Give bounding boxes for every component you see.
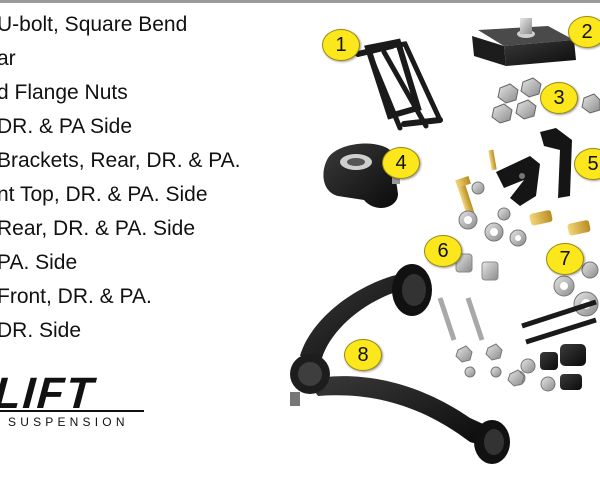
lift-block-part xyxy=(472,18,576,66)
legend-line-2: ar xyxy=(0,47,16,70)
callout-1: 1 xyxy=(322,29,360,61)
long-bolts-part xyxy=(437,297,597,345)
callout-3: 3 xyxy=(540,82,578,114)
brand-logo: LIFT SUSPENSION xyxy=(0,369,144,429)
legend-line-6: nt Top, DR. & PA. Side xyxy=(0,183,208,206)
logo-rule xyxy=(0,410,144,412)
legend-line-3: d Flange Nuts xyxy=(0,81,128,104)
spacers-part xyxy=(455,253,499,281)
callout-6: 6 xyxy=(424,235,462,267)
callout-4: 4 xyxy=(382,147,420,179)
logo-subtitle: SUSPENSION xyxy=(8,415,129,429)
hardware-part xyxy=(455,149,591,247)
control-arm-part xyxy=(290,264,510,464)
legend-line-4: DR. & PA Side xyxy=(0,115,133,138)
washers-part xyxy=(553,261,599,317)
bushings-part xyxy=(510,344,586,392)
callout-8: 8 xyxy=(344,339,382,371)
legend-line-9: Front, DR. & PA. xyxy=(0,285,152,308)
legend-line-8: PA. Side xyxy=(0,251,78,274)
flange-nuts-part xyxy=(491,77,600,124)
legend-line-1: U-bolt, Square Bend xyxy=(0,13,188,36)
legend-line-5: Brackets, Rear, DR. & PA. xyxy=(0,149,241,172)
small-nuts-part xyxy=(455,343,525,387)
brackets-part xyxy=(496,128,572,206)
legend-line-10: DR. Side xyxy=(0,319,82,342)
callout-7: 7 xyxy=(546,243,584,275)
legend-line-7: Rear, DR. & PA. Side xyxy=(0,217,196,240)
callout-2: 2 xyxy=(568,16,600,48)
top-border xyxy=(0,0,600,3)
u-bolt-part xyxy=(355,38,443,131)
